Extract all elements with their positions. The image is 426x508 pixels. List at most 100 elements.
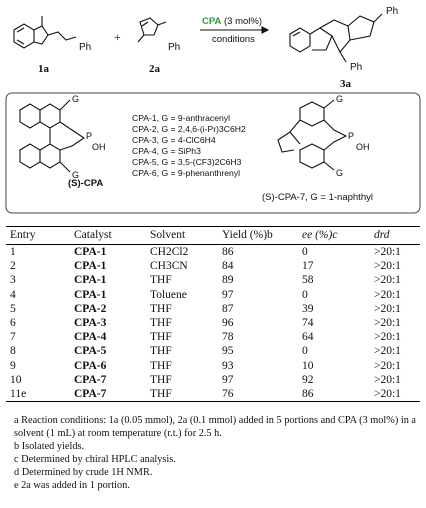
cell: 0 (302, 246, 308, 258)
cell: 2 (10, 260, 16, 273)
plus-sign: + (114, 30, 121, 44)
cell: THF (150, 302, 172, 315)
cell: CPA-1 (74, 274, 107, 287)
cell: CPA-7 (74, 373, 107, 386)
conditions-label: conditions (212, 34, 255, 45)
p-right: P (348, 131, 355, 141)
cell: 9 (10, 359, 16, 372)
cell: 93 (222, 359, 234, 372)
cell: 97 (222, 373, 234, 386)
g-item-1: CPA-1, G = 9-anthracenyl (132, 113, 230, 123)
cell: CPA-1 (74, 246, 107, 258)
cell: 0 (302, 345, 308, 358)
cell: 89 (222, 274, 234, 287)
cell: THF (150, 331, 172, 344)
cell: 10 (10, 373, 22, 386)
col-dr: drd (370, 226, 420, 245)
g-top-left: G (72, 94, 80, 104)
scpa-label: (S)-CPA (68, 178, 104, 189)
g-item-5: CPA-5, G = 3,5-(CF3)2C6H3 (132, 157, 242, 167)
cell: 92 (302, 373, 314, 386)
cell: 97 (222, 288, 234, 301)
cell: 1 (10, 246, 16, 258)
cell: >20:1 (374, 274, 401, 287)
footnote-a: a Reaction conditions: 1a (0.05 mmol), 2… (14, 415, 417, 439)
g-top-right: G (336, 94, 344, 104)
cell: CPA-3 (74, 317, 107, 330)
label-1a: 1a (38, 63, 49, 75)
cell: 87 (222, 302, 234, 315)
col-yield: Yield (%)b (218, 226, 298, 245)
cell: 64 (302, 331, 314, 344)
cell: 39 (302, 302, 314, 315)
cell: 95 (222, 345, 234, 358)
cell: CPA-6 (74, 359, 107, 372)
cell: CPA-1 (74, 260, 107, 273)
results-table: Entry Catalyst Solvent Yield (%)b ee (%)… (6, 226, 420, 403)
cell: 17 (302, 260, 314, 273)
cell: 86 (222, 246, 234, 258)
cell: >20:1 (374, 331, 401, 344)
footnote-b: b Isolated yields. (14, 441, 85, 452)
cell: 8 (10, 345, 16, 358)
cell: 5 (10, 302, 16, 315)
cell: >20:1 (374, 288, 401, 301)
cell: >20:1 (374, 302, 401, 315)
cell: CPA-5 (74, 345, 107, 358)
col-solvent: Solvent (146, 226, 218, 245)
cell: CPA-1 (74, 288, 107, 301)
footnote-d: d Determined by crude 1H NMR. (14, 467, 153, 478)
cell: 11e (6, 387, 70, 403)
cell: Toluene (150, 288, 187, 301)
cell: >20:1 (374, 373, 401, 386)
cell: 96 (222, 317, 234, 330)
cell: >20:1 (374, 246, 401, 258)
g-bottom-left: G (72, 170, 80, 180)
catalyst-over-arrow: CPA (3 mol%) (202, 16, 263, 27)
cell: CPA-4 (74, 331, 107, 344)
cell: THF (150, 317, 172, 330)
col-catalyst: Catalyst (70, 226, 146, 245)
ph-3a-top: Ph (386, 6, 399, 17)
cell: >20:1 (374, 317, 401, 330)
catalyst-g-list: CPA-1, G = 9-anthracenyl CPA-2, G = 2,4,… (132, 113, 246, 179)
oh-left: OH (92, 142, 106, 152)
col-ee: ee (%)c (298, 226, 370, 245)
cell: 76 (218, 387, 298, 403)
label-2a: 2a (149, 63, 160, 75)
p-left: P (86, 131, 93, 141)
g-bottom-right: G (336, 168, 344, 178)
scpa7-label: (S)-CPA-7, G = 1-naphthyl (262, 192, 373, 203)
footnotes: a Reaction conditions: 1a (0.05 mmol), 2… (14, 414, 418, 492)
reaction-scheme (5, 13, 421, 214)
cell: CH2Cl2 (150, 246, 189, 258)
cell: >20:1 (374, 345, 401, 358)
cell: 10 (302, 359, 314, 372)
g-item-4: CPA-4, G = SiPh3 (132, 146, 201, 156)
ph-3a-bottom: Ph (350, 62, 363, 73)
ph-2a: Ph (168, 42, 181, 53)
cell: THF (150, 373, 172, 386)
oh-right: OH (356, 142, 370, 152)
cell: 84 (222, 260, 234, 273)
cell: THF (150, 359, 172, 372)
col-entry: Entry (6, 226, 70, 245)
footnote-e: e 2a was added in 1 portion. (14, 480, 130, 491)
cell: CH3CN (150, 260, 188, 273)
cell: THF (150, 345, 172, 358)
cell: 3 (10, 274, 16, 287)
cell: 86 (298, 387, 370, 403)
cell: >20:1 (370, 387, 420, 403)
table-row: 1 CPA-1 CH2Cl2 86 0 >20:1 (6, 245, 420, 260)
cell: CPA-7 (70, 387, 146, 403)
cell: THF (150, 274, 172, 287)
g-item-6: CPA-6, G = 9-phenanthrenyl (132, 168, 241, 178)
table-row: 8 CPA-5 THF 95 0 >20:1 (6, 344, 420, 358)
